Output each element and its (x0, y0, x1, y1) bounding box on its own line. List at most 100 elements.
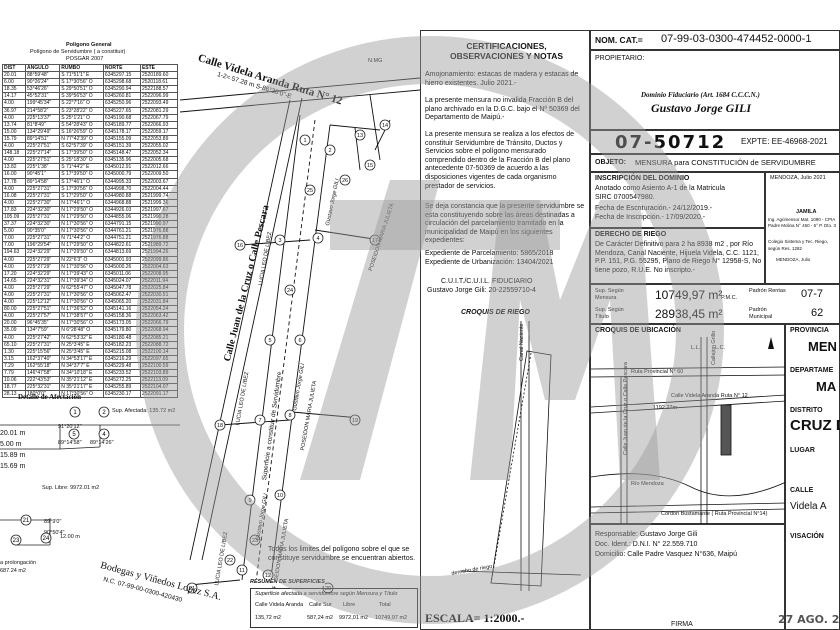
table-cell: 224°32'29" (25, 269, 61, 278)
table-cell: 6345190.68 (102, 113, 141, 122)
table-cell: 2521997.67 (139, 205, 179, 214)
table-cell: 6344751.21 (102, 234, 141, 243)
calle-label: CALLE (790, 487, 814, 494)
lugar-label: LUGAR (790, 447, 815, 454)
table-cell: 96°45'35" (25, 319, 61, 328)
table-cell: 6345272.25 (102, 376, 141, 385)
vertex-number: 19 (352, 418, 358, 424)
table-cell: S 17°30'56" O (59, 78, 104, 87)
inscripcion-l1: Anotado como Asiento A-1 de la Matricula (595, 185, 725, 192)
table-cell: 2522088.72 (139, 340, 179, 349)
vertex-number: 7 (258, 418, 261, 424)
responsable-box: Responsable: Gustavo Jorge Gili Doc. Ide… (590, 524, 785, 630)
calle-value: Videla A (790, 501, 827, 512)
table-cell: 2522085.21 (139, 333, 179, 342)
table-cell: N 62°53'32" E (59, 333, 104, 342)
table-cell: 224°32'30" (25, 220, 61, 229)
table-cell: S 25°18'30" O (59, 156, 104, 165)
table-cell: N 17°36'52" O (59, 305, 104, 314)
table-cell: 2522011.94 (139, 276, 179, 285)
north-label: N.MG (368, 58, 383, 64)
table-cell: 4.00 (1, 298, 27, 307)
affect-dist-4: 15.69 m (0, 463, 26, 470)
summary-v2: 587,24 m2 (307, 615, 333, 621)
table-cell: 20.00 (1, 319, 27, 328)
croquis-riego-title: CROQUIS DE RIEGO (461, 309, 530, 316)
owner-name: Gustavo Jorge GILI (651, 101, 752, 115)
table-cell: S 71°51'1" E (59, 71, 104, 80)
table-cell: 4.00 (1, 198, 27, 207)
table-cell: 225°27'51" (25, 142, 61, 151)
table-cell: N 62°55'47" O (59, 283, 104, 293)
ubic-ruta60: Ruta Provincial N° 60 (631, 369, 684, 375)
vertex-marker (244, 494, 256, 506)
table-cell: 17.83 (1, 205, 27, 214)
table-cell: 18.77 (1, 383, 27, 392)
departamento-label: DEPARTAME (790, 367, 834, 374)
table-cell: N 34°10'18" E (59, 369, 104, 378)
table-cell: 2522103.89 (139, 369, 179, 378)
table-cell: 4.00 (1, 290, 27, 300)
vertex-marker (304, 184, 316, 196)
certs-p5: Expediente de Parcelamiento: 5865/2018 (425, 250, 554, 257)
table-cell: N 17°30'56" O (59, 319, 104, 328)
table-cell: 5.00 (1, 227, 27, 236)
table-cell: N 17°39'34" O (59, 276, 104, 285)
ubic-dist: 1192.27m (653, 405, 678, 411)
table-cell: N 22°6'3" O (59, 255, 104, 264)
table-cell: 15.00 (1, 127, 27, 136)
certs-p2: La presente mensura no invalida Fracción… (425, 97, 580, 122)
vertex-number: 3 (278, 238, 281, 244)
table-cell: N 71°44'2" O (59, 234, 104, 243)
table-cell: 4.00 (1, 113, 27, 122)
table-cell: N 17°29'50" O (59, 212, 104, 222)
table-cell: 224°32'31" (25, 276, 61, 285)
table-cell: 7.00 (1, 234, 27, 243)
vertex-marker (349, 414, 361, 426)
table-cell: 2522054.24 (139, 305, 179, 314)
table-cell: S 17°30'56" O (59, 184, 104, 193)
vertex-marker (249, 534, 261, 546)
table-cell: 225°27'29" (25, 255, 61, 264)
certs-p1: Amojonamiento: estacas de madera y estac… (425, 71, 579, 87)
table-cell: 105.09 (1, 212, 27, 222)
table-cell: 90°26'24" (25, 78, 61, 87)
table-cell: 16.00 (1, 170, 27, 179)
vertex-number: 1 (303, 138, 306, 144)
padron-rentas-label: Padrón Rentas (749, 288, 786, 294)
padron-mun-label: Padrón Municipal (749, 307, 773, 320)
padron-mun-value: 62 (811, 307, 824, 319)
table-cell: 14.65 (1, 276, 27, 285)
escala-label: ESCALA= 1:2000.- (425, 611, 525, 626)
inscripcion-l4: Fecha de Inscripción.- 17/09/2020.- (595, 214, 706, 221)
summary-title: RESUMEN DE SUPERFICIES (250, 579, 325, 586)
table-cell: 6345229.48 (102, 361, 141, 371)
table-cell: 180°0'0" (25, 390, 61, 399)
vertex-marker (364, 159, 376, 171)
ubic-cordon: Cordon Bustamante ( Ruta Provincial N°14… (661, 511, 768, 517)
table-cell: 194.63 (1, 248, 27, 257)
table-cell: 90°45'1" (25, 170, 61, 179)
vertex-number: 24 (287, 288, 293, 294)
table-cell: 6345141.16 (102, 305, 141, 314)
vertex-marker (284, 284, 296, 296)
limits-note: Todos los limites del polígono sobre el … (268, 546, 416, 562)
table-cell: 225°27'51" (25, 156, 61, 165)
table-cell: 225°1'38" (25, 163, 61, 172)
table-cell: 6344995.33 (102, 177, 141, 186)
svg-text:21: 21 (23, 518, 30, 524)
prof-title: Ing. Agrimensor Mat. 1090 - CPIA (768, 217, 836, 222)
table-cell: 148.18 (1, 149, 27, 158)
vertex-number: 4 (316, 236, 319, 242)
